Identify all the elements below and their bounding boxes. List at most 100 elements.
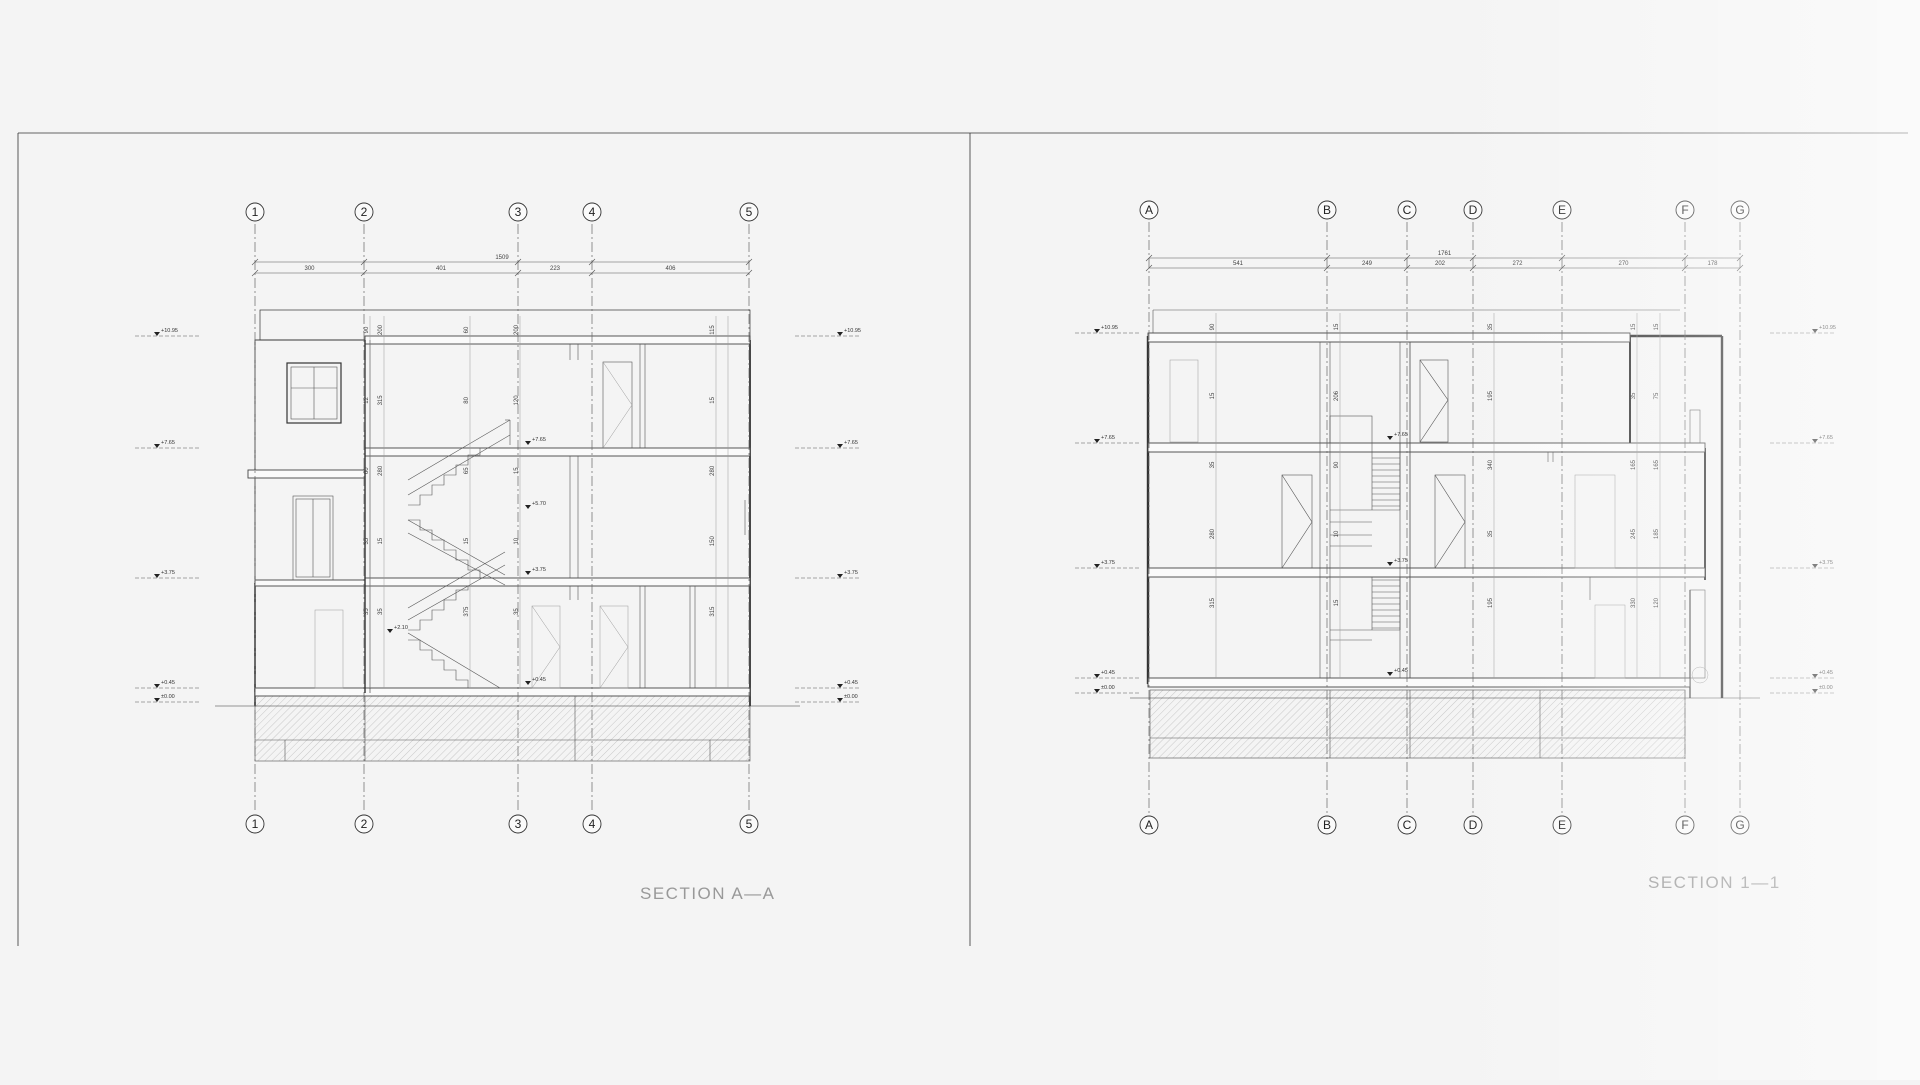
span-dimension-label: 249: [1362, 261, 1373, 267]
vertical-dimension-label: 15: [1631, 323, 1637, 330]
sheet-frame: [17, 132, 1908, 946]
grid-label-E: E: [1558, 203, 1566, 217]
vertical-dimension-label: 195: [1488, 597, 1494, 608]
vertical-dimension-label: 35: [1210, 461, 1216, 468]
vertical-dimension-label: 15: [1334, 599, 1340, 606]
stair-level-triangle: [1387, 436, 1393, 440]
vertical-dimension-label: 375: [464, 606, 470, 617]
level-label-left: +0.45: [1101, 670, 1115, 676]
vertical-dimension-label: 280: [378, 465, 384, 476]
vertical-dimension-label: 90: [364, 326, 370, 333]
level-label-left: ±0.00: [161, 694, 175, 700]
level-label-right: ±0.00: [844, 694, 858, 700]
vertical-dimension-label: 65: [464, 467, 470, 474]
foundation: [254, 692, 751, 762]
level-label-right: +10.95: [844, 328, 861, 334]
level-triangle: [1094, 674, 1100, 678]
grid-label-F: F: [1681, 818, 1688, 832]
stair-level-label: +7.65: [1394, 432, 1408, 438]
vertical-dimension-label: 185: [1654, 528, 1660, 539]
grid-label-1: 1: [252, 205, 259, 219]
grid-label-A: A: [1145, 203, 1153, 217]
level-label-left: +10.95: [1101, 325, 1118, 331]
section-1-1-drawing: [1130, 309, 1760, 759]
level-triangle: [1094, 689, 1100, 693]
vertical-dimension-label: 15: [1210, 392, 1216, 399]
level-triangle: [837, 444, 843, 448]
vertical-dimension-label: 315: [378, 395, 384, 406]
vertical-dimension-label: 200: [378, 324, 384, 335]
span-dimension-label: 202: [1435, 261, 1446, 267]
grid-label-A: A: [1145, 818, 1153, 832]
level-label-left: +3.75: [1101, 560, 1115, 566]
stair-level-triangle: [1387, 672, 1393, 676]
grid-label-F: F: [1681, 203, 1688, 217]
stair-level-label: +7.65: [532, 437, 546, 443]
vertical-dimension-label: 35: [364, 608, 370, 615]
level-triangle: [154, 444, 160, 448]
level-triangle: [154, 332, 160, 336]
grid-label-C: C: [1403, 818, 1412, 832]
vertical-dimension-label: 200: [514, 324, 520, 335]
vertical-dimension-label: 80: [464, 396, 470, 403]
stair-level-triangle: [525, 505, 531, 509]
level-markers: +10.95 +7.65 +3.75 +0.45 ±0.00 +10.95 +7.65 +3.…: [135, 325, 1836, 703]
level-triangle: [837, 574, 843, 578]
grid-label-C: C: [1403, 203, 1412, 217]
stair-level-label: +5.70: [532, 501, 546, 507]
vertical-dimension-label: 195: [1488, 390, 1494, 401]
vertical-dimension-label: 12: [364, 396, 370, 403]
vertical-dimension-label: 280: [710, 465, 716, 476]
vertical-dimension-label: 75: [1654, 392, 1660, 399]
grid-label-1: 1: [252, 817, 259, 831]
section-a-a-title: SECTION A—A: [640, 884, 776, 903]
level-triangle: [154, 574, 160, 578]
level-triangle: [1812, 329, 1818, 333]
grid-label-2: 2: [361, 205, 368, 219]
vertical-dimension-label: 15: [710, 396, 716, 403]
vertical-dimension-label: 165: [1654, 459, 1660, 470]
vertical-dimension-label: 150: [710, 536, 716, 547]
grid-label-B: B: [1323, 203, 1331, 217]
span-dimension-label: 272: [1512, 261, 1523, 267]
grid-label-4: 4: [589, 205, 596, 219]
vertical-dimension-label: 10: [1334, 530, 1340, 537]
level-triangle: [1812, 689, 1818, 693]
stair-level-label: +3.75: [532, 567, 546, 573]
vertical-dimension-label: 120: [1654, 597, 1660, 608]
vertical-dimension-label: 35: [1488, 530, 1494, 537]
vertical-dimension-label: 15: [1334, 323, 1340, 330]
level-label-right: +10.95: [1819, 325, 1836, 331]
level-label-left: +10.95: [161, 328, 178, 334]
span-dimension-label: 300: [304, 266, 315, 272]
grid-label-B: B: [1323, 818, 1331, 832]
vertical-dimension-label: 315: [710, 606, 716, 617]
vertical-dimension-label: 120: [514, 395, 520, 406]
grid-label-D: D: [1469, 203, 1478, 217]
level-triangle: [1094, 564, 1100, 568]
grid-label-2: 2: [361, 817, 368, 831]
vertical-dimension-label: 35: [364, 537, 370, 544]
vertical-dimension-label: 35: [378, 608, 384, 615]
overall-dimension-label: 1761: [1438, 251, 1452, 257]
foundation: [1149, 689, 1686, 759]
span-dimension-label: 223: [550, 266, 561, 272]
vertical-dimension-label: 10: [514, 537, 520, 544]
vertical-dimension-label: 35: [1631, 392, 1637, 399]
level-label-right: +7.65: [1819, 435, 1833, 441]
vertical-dimension-label: 60: [364, 467, 370, 474]
vertical-dimension-label: 90: [1210, 323, 1216, 330]
staircase: [407, 419, 511, 689]
level-label-right: +3.75: [1819, 560, 1833, 566]
grid-label-D: D: [1469, 818, 1478, 832]
vertical-dimension-label: 35: [1488, 323, 1494, 330]
level-triangle: [1094, 439, 1100, 443]
vertical-dimension-label: 15: [1654, 323, 1660, 330]
section-1-1-title: SECTION 1—1: [1648, 873, 1781, 892]
level-triangle: [1812, 674, 1818, 678]
level-triangle: [154, 684, 160, 688]
level-triangle: [1812, 439, 1818, 443]
